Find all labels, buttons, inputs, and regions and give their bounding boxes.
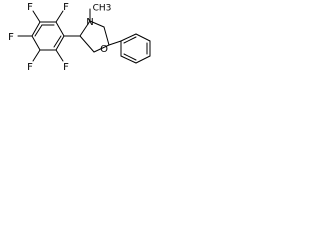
molecule-diagram: F F F F F N O CH3 — [0, 0, 165, 95]
ring-bond — [135, 55, 151, 64]
aromatic-bond — [123, 36, 137, 44]
ring-bond — [55, 21, 65, 37]
methyl-group-label: CH3 — [93, 4, 112, 14]
ring-bond — [31, 21, 41, 37]
ring-bond — [120, 33, 137, 42]
oxygen-atom-label: O — [100, 44, 108, 55]
ring-bond — [79, 35, 95, 53]
ring-bond — [55, 35, 65, 51]
structure-canvas: F F F F F N O CH3 — [8, 2, 151, 73]
oxazolidine-ring — [79, 8, 110, 53]
phenyl-link-bond — [108, 40, 122, 46]
ring-bond — [103, 26, 110, 46]
ring-bond — [79, 20, 91, 37]
ring-bond — [31, 35, 41, 51]
ring-bond — [89, 20, 105, 28]
ring-bond — [135, 33, 151, 42]
fluorine-atom-label: F — [27, 62, 33, 73]
aromatic-bond — [34, 24, 43, 37]
fluorine-atom-label: F — [27, 2, 33, 13]
carbon-fluorine-bond — [32, 49, 41, 62]
phenyl-ring — [120, 33, 151, 64]
pentafluorophenyl-ring — [17, 10, 65, 62]
fluorine-atom-label: F — [8, 32, 14, 43]
carbon-fluorine-bond — [32, 10, 41, 23]
aromatic-bond — [53, 35, 62, 48]
ring-bond — [120, 55, 137, 64]
fluorine-atom-label: F — [63, 2, 69, 13]
ring-bond — [93, 44, 110, 53]
carbon-fluorine-bond — [55, 10, 64, 23]
carbon-fluorine-bond — [55, 49, 64, 62]
fluorine-atom-label: F — [63, 62, 69, 73]
nitrogen-atom-label: N — [86, 17, 93, 28]
aromatic-bond — [123, 53, 137, 61]
